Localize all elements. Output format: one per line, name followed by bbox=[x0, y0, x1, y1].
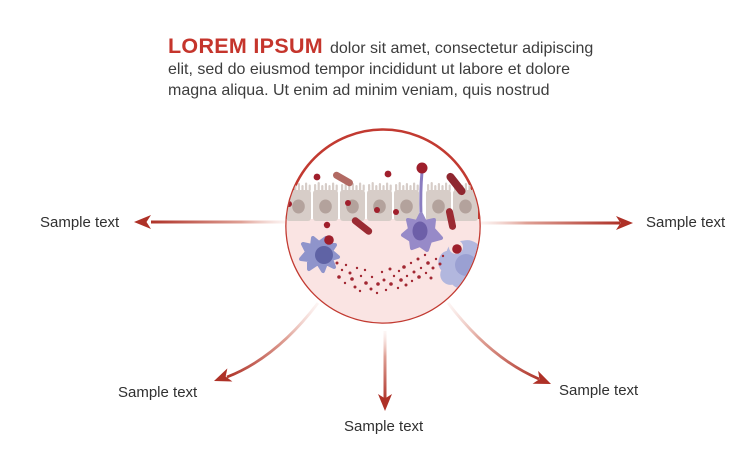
bacterium-coccus bbox=[323, 221, 331, 229]
label-left: Sample text bbox=[40, 214, 120, 231]
bacterium-coccus bbox=[393, 209, 399, 215]
arrow-right bbox=[478, 216, 633, 230]
bacterium-coccus bbox=[345, 200, 351, 206]
captured-bacterium bbox=[416, 162, 428, 174]
engulfed-bacterium bbox=[452, 244, 462, 254]
arrow-bottom-center bbox=[378, 331, 392, 411]
header-text-block: LOREM IPSUM dolor sit amet, consectetur a… bbox=[168, 34, 620, 101]
cross-section-circle-illustration bbox=[285, 128, 481, 324]
dendritic-cell bbox=[401, 162, 443, 252]
cocci-bacteria bbox=[286, 170, 399, 229]
label-bottom-center: Sample text bbox=[344, 418, 424, 435]
bacterium-coccus bbox=[384, 170, 392, 178]
bacterium-rod bbox=[333, 171, 353, 187]
bacterium-coccus bbox=[374, 207, 380, 213]
rod-bacteria bbox=[333, 171, 466, 235]
monocyte-nucleus bbox=[455, 254, 477, 276]
arrow-bottom-left bbox=[211, 302, 320, 388]
macrophage-nucleus bbox=[315, 246, 333, 264]
body-line-3: magna aliqua. Ut enim ad minim veniam, q… bbox=[168, 82, 550, 99]
bacterium-rod bbox=[445, 208, 457, 230]
bacterium-rod bbox=[446, 172, 466, 196]
body-line-1: dolor sit amet, consectetur adipiscing bbox=[330, 40, 594, 57]
dendrite-projection bbox=[419, 170, 424, 218]
label-bottom-right: Sample text bbox=[559, 382, 639, 399]
body-line-2: elit, sed do eiusmod tempor incididunt u… bbox=[168, 61, 571, 78]
header-line-1: LOREM IPSUM dolor sit amet, consectetur a… bbox=[168, 34, 620, 59]
arrow-bottom-right bbox=[446, 302, 554, 391]
label-right: Sample text bbox=[646, 214, 726, 231]
macrophage-cell bbox=[299, 235, 340, 273]
bacterium-coccus bbox=[313, 173, 321, 181]
arrowhead-bottom-right-icon bbox=[532, 370, 554, 391]
page-title: LOREM IPSUM bbox=[168, 34, 323, 58]
bacterium-rod bbox=[351, 217, 373, 235]
arrow-left bbox=[134, 215, 288, 229]
arrowhead-bottom-left-icon bbox=[211, 368, 233, 388]
dendritic-cell-nucleus bbox=[412, 221, 428, 241]
secreted-molecule-dots bbox=[335, 253, 445, 295]
arrowhead-left-icon bbox=[134, 215, 151, 229]
label-bottom-left: Sample text bbox=[118, 384, 198, 401]
engulfed-bacterium bbox=[324, 235, 334, 245]
